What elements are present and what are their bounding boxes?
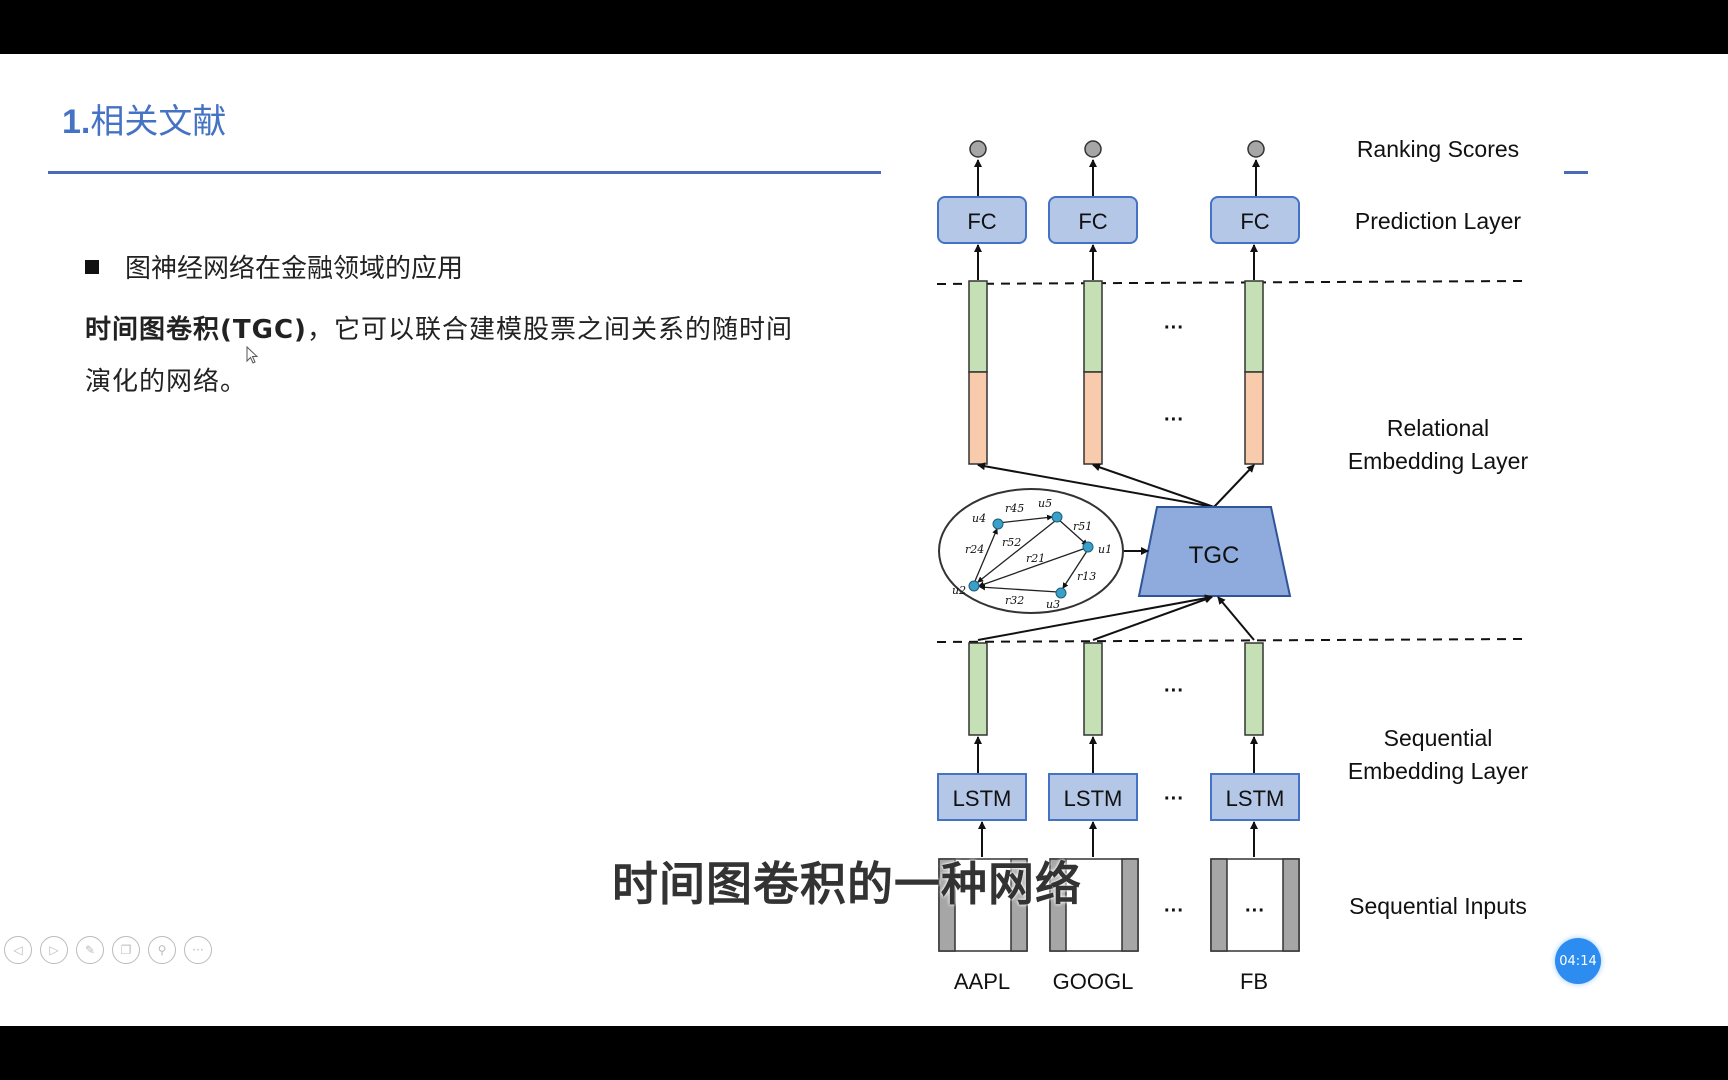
fc-box (937, 196, 1027, 244)
tgc-label: TGC (1189, 542, 1240, 569)
lstm-label: LSTM (1226, 786, 1285, 811)
lstm-box (1048, 773, 1138, 821)
graph-node (1051, 511, 1063, 523)
paragraph-text: ，它可以联合建模股票之间关系的随时间演化的网络。 (85, 315, 793, 397)
title-underline (48, 171, 881, 174)
tgc-input-arrows (977, 594, 1255, 641)
tgc-block (1137, 506, 1292, 597)
prediction-fc-boxes: FC FC FC (937, 196, 1300, 280)
bullet-item: 图神经网络在金融领域的应用 (85, 248, 463, 285)
fc-label: FC (967, 209, 996, 234)
ellipsis: ··· (1164, 900, 1184, 922)
fc-label: FC (1078, 209, 1107, 234)
svg-text:u4: u4 (972, 512, 986, 525)
ellipsis: ··· (1164, 788, 1184, 810)
fc-label: FC (1240, 209, 1269, 234)
ellipsis: ··· (1245, 900, 1265, 922)
bullet-text: 图神经网络在金融领域的应用 (125, 254, 464, 284)
paragraph: 时间图卷积(TGC)，它可以联合建模股票之间关系的随时间演化的网络。 (85, 304, 805, 408)
graph-node (992, 518, 1004, 530)
svg-text:r24: r24 (965, 543, 984, 556)
svg-text:r13: r13 (1077, 570, 1096, 583)
ellipsis: ··· (1164, 680, 1184, 702)
bullet-square-icon (85, 260, 99, 274)
paragraph-bold: 时间图卷积(TGC) (85, 315, 307, 345)
relational-label-2: Embedding Layer (1348, 448, 1529, 474)
graph-node (1055, 587, 1067, 599)
lstm-label: LSTM (953, 786, 1012, 811)
stock-label: FB (1240, 969, 1268, 994)
slide: 1.相关文献 图神经网络在金融领域的应用 时间图卷积(TGC)，它可以联合建模股… (0, 54, 1728, 1026)
layer-labels: Ranking Scores Prediction Layer Relation… (1348, 136, 1529, 919)
svg-text:r21: r21 (1026, 552, 1045, 565)
sequential-embedding-bars (968, 642, 1264, 774)
svg-text:u1: u1 (1098, 543, 1112, 556)
prediction-layer-label: Prediction Layer (1355, 208, 1522, 234)
svg-text:r45: r45 (1005, 502, 1024, 515)
tgc-output-arrows (977, 462, 1255, 508)
relational-label-1: Relational (1387, 415, 1489, 441)
relational-embedding-bars (968, 280, 1264, 465)
graph-node (1082, 541, 1094, 553)
ranking-scores-label: Ranking Scores (1357, 136, 1519, 162)
video-subtitle: 时间图卷积的一种网络 (612, 857, 1082, 911)
sequential-input-blocks: ··· (938, 858, 1300, 952)
svg-text:u2: u2 (952, 584, 966, 597)
sequential-inputs-label: Sequential Inputs (1349, 893, 1527, 919)
svg-text:u5: u5 (1038, 497, 1052, 510)
svg-text:u3: u3 (1046, 598, 1060, 611)
title-underline-right (1564, 171, 1588, 174)
fc-box (1210, 196, 1300, 244)
more-icon[interactable]: ··· (184, 936, 212, 964)
timer-badge[interactable]: 04:14 (1555, 938, 1601, 984)
score-node (969, 140, 987, 158)
svg-text:r52: r52 (1002, 536, 1021, 549)
ellipsis: ··· (1164, 409, 1184, 431)
graph-node (968, 580, 980, 592)
stock-label: AAPL (954, 969, 1010, 994)
dashed-separator (936, 638, 1526, 643)
dashed-separator (936, 280, 1526, 285)
zoom-icon[interactable]: ⚲ (148, 936, 176, 964)
svg-text:r51: r51 (1073, 520, 1092, 533)
fc-box (1048, 196, 1138, 244)
lstm-box (1210, 773, 1300, 821)
pen-icon[interactable]: ✎ (76, 936, 104, 964)
lstm-boxes: LSTM LSTM LSTM (937, 773, 1300, 857)
lstm-label: LSTM (1064, 786, 1123, 811)
lstm-box (937, 773, 1027, 821)
sequential-label-1: Sequential (1384, 725, 1493, 751)
next-icon[interactable]: ▷ (40, 936, 68, 964)
stock-label: GOOGL (1053, 969, 1134, 994)
mouse-cursor-icon (246, 346, 259, 364)
copy-icon[interactable]: ❐ (112, 936, 140, 964)
score-node (1084, 140, 1102, 158)
score-node (1247, 140, 1265, 158)
ellipsis: ··· (1164, 317, 1184, 339)
slide-title: 1.相关文献 (62, 102, 227, 142)
relation-graph: u4 u5 u1 u2 u3 r45 r51 r52 r24 r21 r13 r… (938, 488, 1149, 614)
player-toolbar: ◁ ▷ ✎ ❐ ⚲ ··· (4, 936, 212, 964)
svg-text:r32: r32 (1005, 594, 1024, 607)
prev-icon[interactable]: ◁ (4, 936, 32, 964)
ranking-score-nodes (969, 140, 1265, 196)
sequential-label-2: Embedding Layer (1348, 758, 1529, 784)
